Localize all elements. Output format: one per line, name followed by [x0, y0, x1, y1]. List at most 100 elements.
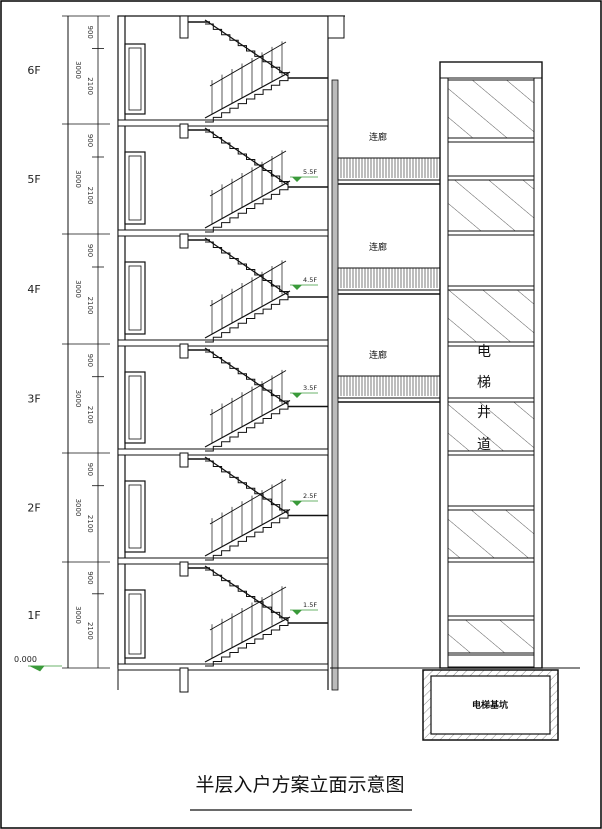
dim-text: 900: [86, 244, 94, 257]
level-marker: [292, 177, 302, 182]
shaft-panel: [447, 401, 535, 452]
dim-text: 3000: [74, 606, 82, 624]
shaft-char: 井: [477, 405, 491, 421]
dim-text: 2100: [86, 622, 94, 640]
stair-flight: [205, 569, 289, 623]
beam: [179, 123, 189, 139]
handrail: [209, 260, 287, 307]
level-marker: [292, 501, 302, 506]
stair-flight: [205, 351, 289, 407]
stair-flight: [205, 404, 289, 452]
floor-label: 3F: [27, 393, 40, 406]
dim-text: 3000: [74, 61, 82, 79]
handrail: [209, 41, 287, 87]
shaft-panel: [447, 141, 535, 177]
dim-text: 900: [86, 571, 94, 584]
dim-text: 3000: [74, 170, 82, 188]
landing-level-text: 4.5F: [303, 276, 317, 284]
handrail: [209, 370, 287, 416]
shaft-panel: [447, 289, 535, 343]
floor-label: 4F: [27, 283, 40, 296]
level-marker: [292, 393, 302, 398]
corridor-label: 连廊: [369, 241, 387, 253]
staircase: 5.5F 4.5F 3.5F 2.5F 1.5F: [188, 19, 328, 667]
stair-flight: [205, 513, 289, 561]
shaft-char: 电: [477, 344, 491, 360]
shaft-panel: [447, 654, 535, 668]
shaft-panel: [447, 234, 535, 287]
dim-text: 3000: [74, 499, 82, 517]
stair-stringer: [204, 71, 291, 119]
landing-level-text: 5.5F: [303, 168, 317, 176]
stair-flight: [205, 460, 289, 516]
landing-level-text: 1.5F: [303, 601, 317, 609]
landing-level-text: 3.5F: [303, 384, 317, 392]
stair-stringer: [204, 399, 291, 448]
handrail: [209, 479, 287, 525]
stair-flight: [205, 621, 289, 667]
stair-flight: [205, 295, 289, 343]
floor-label: 5F: [27, 173, 40, 186]
dim-text: 900: [86, 26, 94, 39]
pit-label: 电梯基坑: [472, 699, 508, 711]
dimension-column: 900 3000 2100 900 3000 2100 900 3000 2100 900 3000…: [62, 15, 110, 669]
floor-slab: [117, 229, 329, 237]
shaft-char: 梯: [477, 375, 491, 391]
shaft-panel: [447, 561, 535, 617]
dim-text: 900: [86, 354, 94, 367]
dim-text: 3000: [74, 280, 82, 298]
dim-text: 900: [86, 134, 94, 147]
dim-text: 2100: [86, 77, 94, 95]
roof-parapet-right: [327, 15, 345, 39]
window-pane: [128, 155, 142, 221]
stair-flight: [205, 76, 289, 123]
level-marker: [292, 610, 302, 615]
landing-level-text: 2.5F: [303, 492, 317, 500]
shaft-char: 道: [477, 437, 491, 453]
stair-flight: [205, 185, 289, 233]
stair-stringer: [204, 290, 291, 339]
stair-flight: [205, 23, 289, 78]
shaft-panel: [447, 179, 535, 232]
ground-level-text: 0.000: [14, 655, 37, 664]
building-section: [117, 15, 345, 693]
floor-slab: [117, 448, 329, 456]
window-pane: [128, 265, 142, 331]
shaft-panel: [447, 345, 535, 399]
stair-stringer: [204, 616, 291, 663]
stair-flight: [205, 241, 289, 297]
beam: [179, 343, 189, 359]
shaft-panel: [447, 79, 535, 139]
dim-text: 2100: [86, 406, 94, 424]
elevator-pit: 电梯基坑: [422, 669, 559, 741]
ground-level-marker: 0.000: [14, 655, 62, 672]
beam: [179, 452, 189, 468]
window-pane: [128, 593, 142, 655]
floor-label: 1F: [27, 609, 40, 622]
handrail: [209, 586, 287, 631]
stair-stringer: [204, 508, 291, 557]
caption: 半层入户方案立面示意图: [195, 774, 404, 796]
dim-text: 900: [86, 463, 94, 476]
floor-label: 2F: [27, 502, 40, 515]
shaft-panel: [447, 454, 535, 507]
floor-slab: [117, 557, 329, 565]
beam: [179, 233, 189, 249]
floor-slab: [117, 663, 329, 671]
floor-slab: [117, 119, 329, 127]
stair-flight: [205, 131, 289, 187]
dim-text: 2100: [86, 297, 94, 315]
dim-text: 3000: [74, 390, 82, 408]
level-marker: [292, 285, 302, 290]
foundation: [179, 667, 189, 693]
window-pane: [128, 47, 142, 111]
beam: [179, 561, 189, 577]
dim-text: 2100: [86, 187, 94, 205]
right-wall-band: [331, 79, 339, 691]
window-pane: [128, 375, 142, 440]
